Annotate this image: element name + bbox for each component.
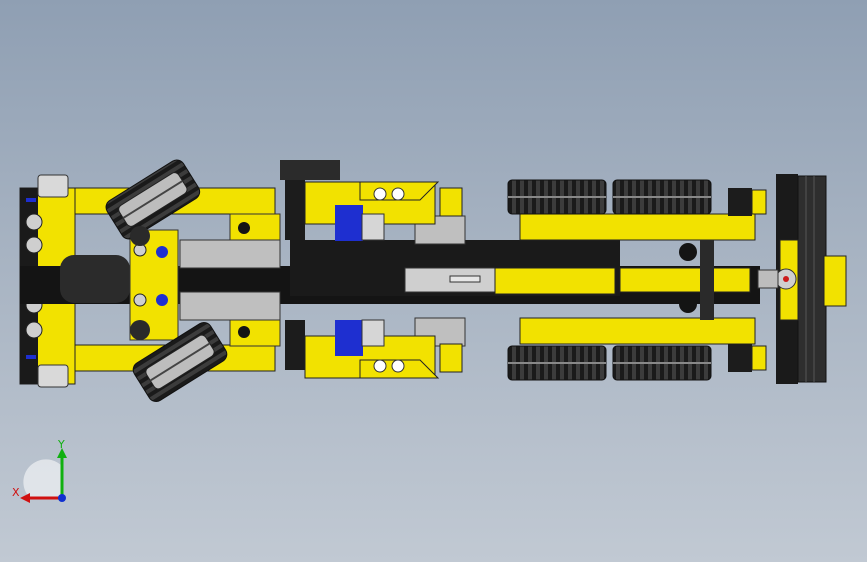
rear-wheel-pair-bottom bbox=[507, 345, 712, 381]
y-axis-label: Y bbox=[57, 440, 65, 451]
pins-blue bbox=[129, 229, 179, 341]
front-wheel-right bbox=[132, 322, 228, 402]
steering-arm-top bbox=[280, 160, 463, 241]
x-axis-label: X bbox=[12, 486, 20, 499]
orientation-triad: Y X bbox=[12, 440, 67, 503]
front-wheel-left bbox=[105, 159, 201, 240]
rear-wheel-pair-top bbox=[507, 179, 712, 215]
rear-hook-block bbox=[757, 174, 847, 384]
steering-arm-bottom bbox=[285, 319, 463, 379]
